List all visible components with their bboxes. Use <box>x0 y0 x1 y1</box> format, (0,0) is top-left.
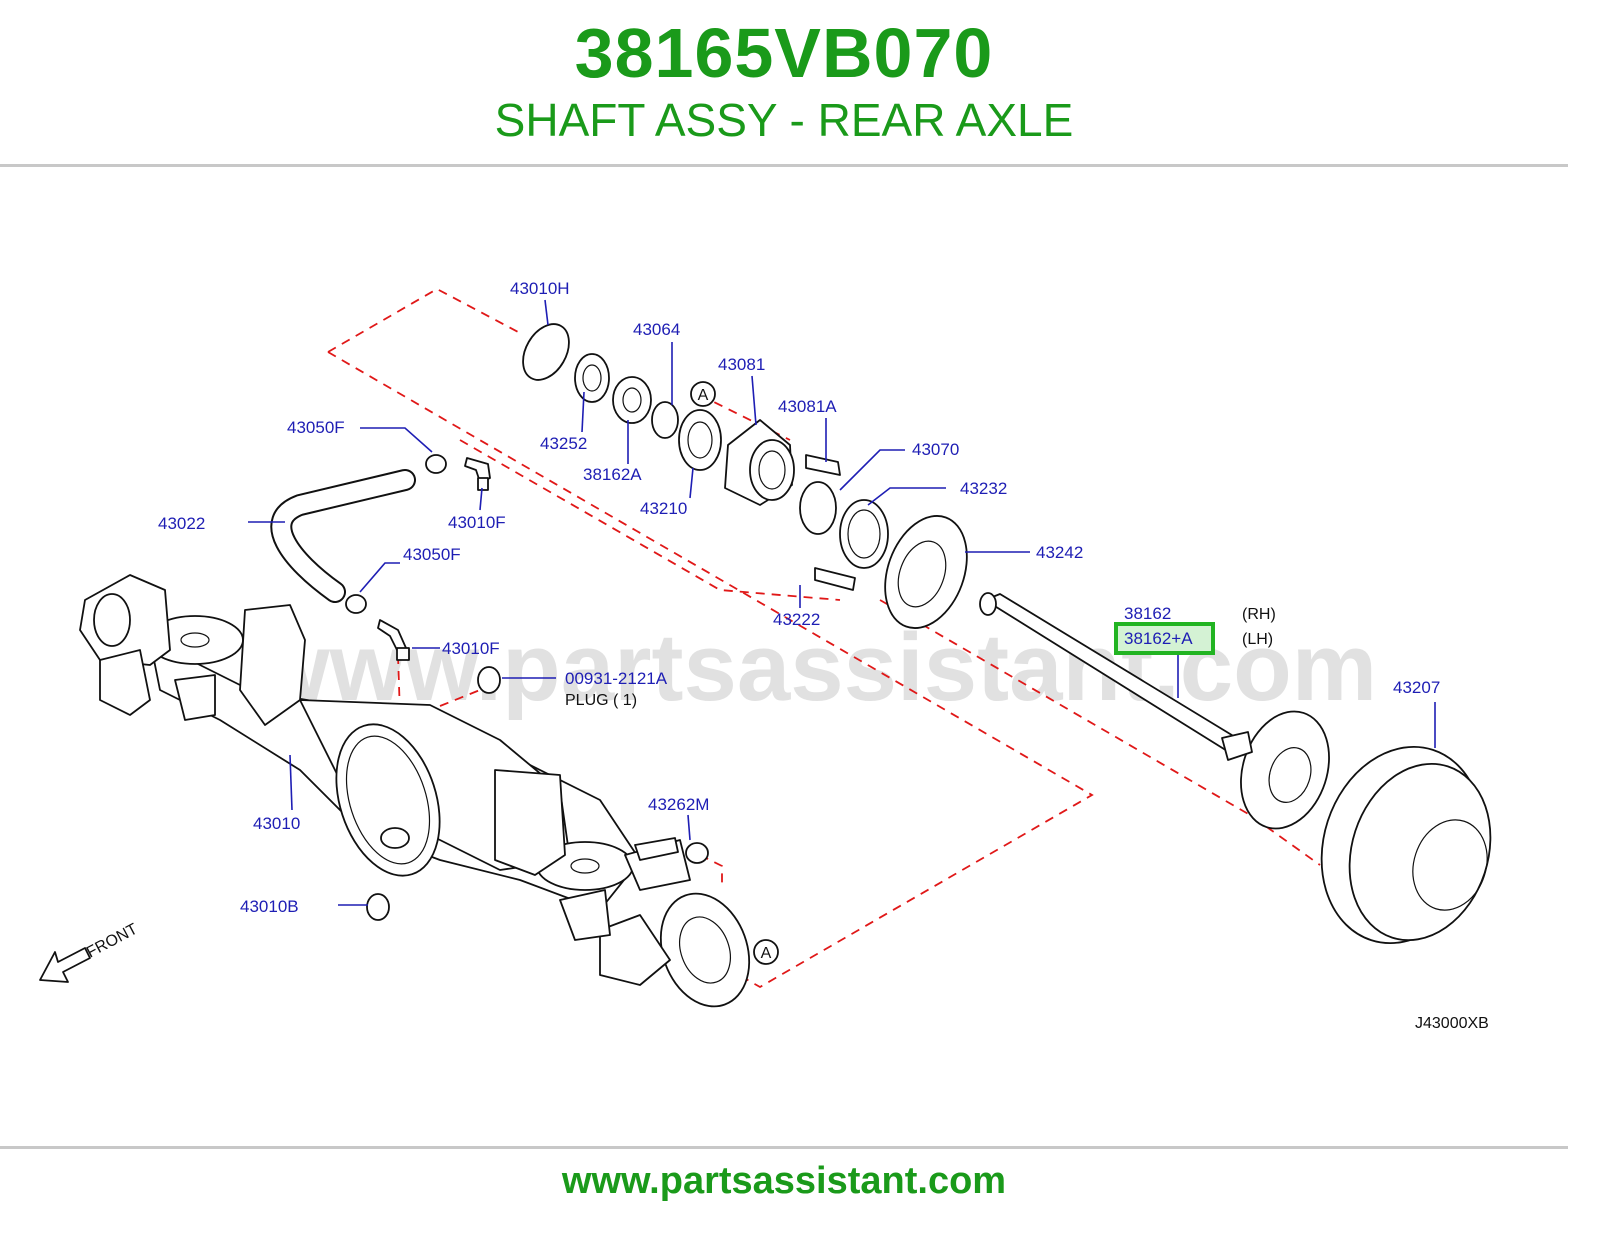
diagram-reference-code: J43000XB <box>1415 1015 1489 1032</box>
front-label: FRONT <box>84 921 141 962</box>
rear-axle-shaft <box>979 592 1330 830</box>
label-43022: 43022 <box>158 514 205 533</box>
marker-a-bottom: A <box>761 945 772 962</box>
label-43050F-lower: 43050F <box>403 545 461 564</box>
page-header: 38165VB070 SHAFT ASSY - REAR AXLE <box>0 0 1568 165</box>
hub-bearing-set <box>522 323 968 629</box>
part-number-title: 38165VB070 <box>574 14 994 92</box>
vent-hose <box>270 469 416 603</box>
label-43222: 43222 <box>773 610 820 629</box>
reference-markers: A A <box>690 381 779 965</box>
footer-divider <box>0 1146 1568 1149</box>
front-direction-indicator: FRONT <box>39 921 141 983</box>
label-43210: 43210 <box>640 499 687 518</box>
highlighted-part-box <box>1114 622 1215 655</box>
label-43252: 43252 <box>540 434 587 453</box>
exploded-parts-diagram: www.partsassistant.com <box>39 279 1492 1032</box>
label-plug-note: PLUG ( 1) <box>565 692 637 709</box>
label-43207: 43207 <box>1393 678 1440 697</box>
label-00931-2121A: 00931-2121A <box>565 669 668 688</box>
label-lh: (LH) <box>1242 631 1273 648</box>
brake-drum <box>1320 745 1492 945</box>
label-38162A: 38162A <box>583 465 642 484</box>
footer-website-link[interactable]: www.partsassistant.com <box>561 1160 1007 1202</box>
hose-clips-and-breathers <box>345 454 709 921</box>
label-43010B: 43010B <box>240 897 299 916</box>
label-43070: 43070 <box>912 440 959 459</box>
label-38162-plus-a[interactable]: 38162+A <box>1124 629 1193 648</box>
label-43081: 43081 <box>718 355 765 374</box>
label-43050F-upper: 43050F <box>287 418 345 437</box>
label-43010F-lower: 43010F <box>442 639 500 658</box>
label-43232: 43232 <box>960 479 1007 498</box>
axle-housing <box>79 574 751 1008</box>
label-43064: 43064 <box>633 320 680 339</box>
label-rh: (RH) <box>1242 606 1276 623</box>
label-43010H: 43010H <box>510 279 570 298</box>
label-43010F-upper: 43010F <box>448 513 506 532</box>
label-43242: 43242 <box>1036 543 1083 562</box>
label-43262M: 43262M <box>648 795 709 814</box>
label-38162: 38162 <box>1124 604 1171 623</box>
marker-a-top: A <box>698 387 709 404</box>
label-43081A: 43081A <box>778 397 837 416</box>
header-divider <box>0 164 1568 167</box>
part-labels: 43010H 43064 43081 43081A 43070 43232 43… <box>158 279 1489 1032</box>
part-name-subtitle: SHAFT ASSY - REAR AXLE <box>494 94 1074 146</box>
leader-lines <box>248 299 1436 906</box>
label-43010: 43010 <box>253 814 300 833</box>
